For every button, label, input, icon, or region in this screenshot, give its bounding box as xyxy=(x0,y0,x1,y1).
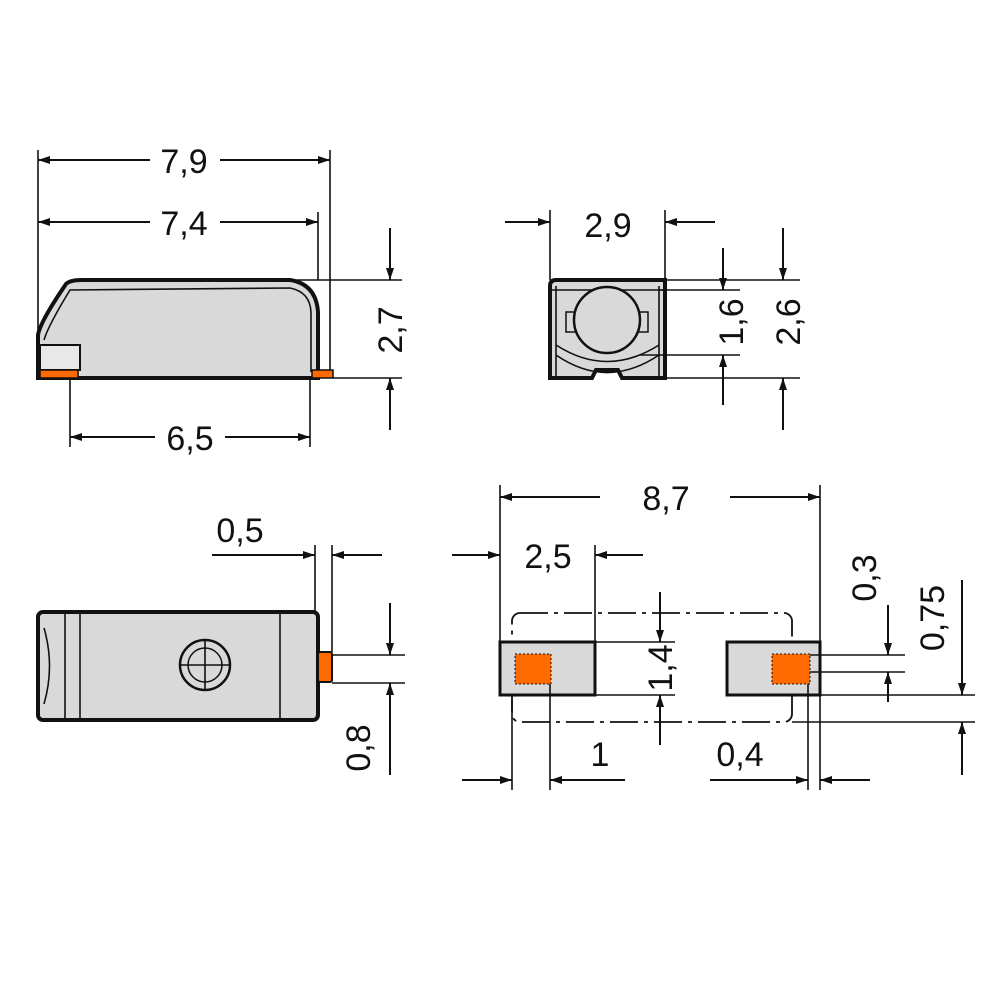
dim-outline-offset: 0,75 xyxy=(914,585,952,651)
side-contact-left xyxy=(39,369,79,379)
side-view: 7,9 7,4 6,5 2,7 xyxy=(36,143,410,458)
dim-front-height: 2,6 xyxy=(770,298,808,345)
dim-height: 2,7 xyxy=(372,306,410,353)
dim-pin-pitch: 6,5 xyxy=(166,420,213,458)
front-opening xyxy=(572,285,642,355)
dim-pin-offset: 0,3 xyxy=(846,554,884,601)
dim-pad-width: 1,4 xyxy=(642,644,680,691)
dim-offset-left: 1 xyxy=(591,736,610,774)
dim-pad-length: 2,5 xyxy=(524,538,571,576)
dim-front-width: 2,9 xyxy=(584,207,631,245)
side-latch xyxy=(39,344,81,371)
dim-offset-right: 0,4 xyxy=(716,736,763,774)
front-view: 2,9 1,6 2,6 xyxy=(505,207,808,430)
dim-opening-height: 1,6 xyxy=(713,298,751,345)
dim-body-length: 7,4 xyxy=(160,205,207,243)
footprint-contact-right xyxy=(771,653,811,685)
dim-footprint-overall: 8,7 xyxy=(642,480,689,518)
dim-overall-length: 7,9 xyxy=(160,143,207,181)
footprint-view: 8,7 2,5 1,4 1 0,4 0,3 0,75 xyxy=(452,480,975,790)
side-body xyxy=(36,278,320,380)
footprint-contact-left xyxy=(514,653,552,685)
side-contact-right xyxy=(311,369,334,379)
dim-pin-width: 0,8 xyxy=(340,724,378,771)
bottom-view: 0,5 0,8 xyxy=(36,512,405,775)
dim-pin-length: 0,5 xyxy=(216,512,263,550)
bottom-pin xyxy=(317,651,333,683)
